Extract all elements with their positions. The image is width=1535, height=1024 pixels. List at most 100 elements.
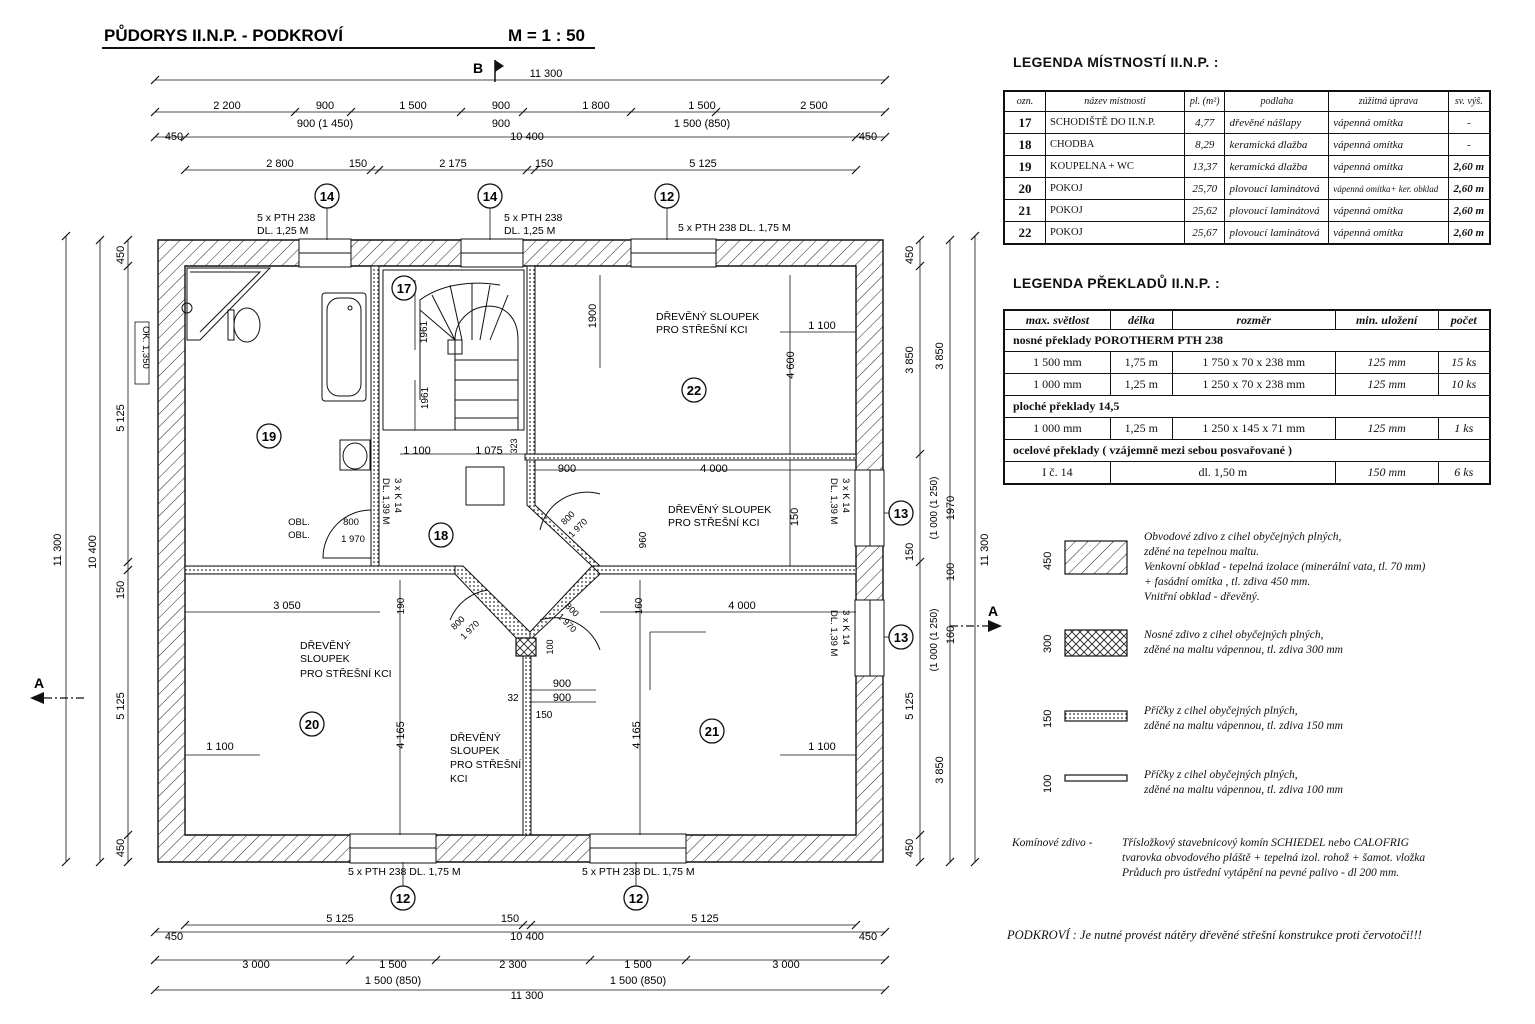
room-21: 21 bbox=[705, 724, 719, 739]
svg-text:160: 160 bbox=[945, 626, 957, 644]
attic-note: PODKROVÍ : Je nutné provést nátěry dřevě… bbox=[1007, 928, 1422, 942]
svg-text:DL. 1,39 M: DL. 1,39 M bbox=[828, 610, 839, 657]
svg-text:1961: 1961 bbox=[419, 320, 430, 343]
svg-text:A: A bbox=[988, 603, 998, 619]
svg-text:4 000: 4 000 bbox=[728, 600, 756, 612]
svg-text:4 165: 4 165 bbox=[631, 721, 643, 749]
svg-text:1 970: 1 970 bbox=[341, 534, 365, 545]
svg-text:150: 150 bbox=[789, 508, 801, 526]
svg-text:5 x PTH 238: 5 x PTH 238 bbox=[257, 212, 316, 224]
dim-bot-r2-4: 1 500 bbox=[624, 959, 652, 971]
svg-text:900: 900 bbox=[553, 692, 571, 704]
window-marker-12b: 12 bbox=[396, 891, 410, 906]
svg-text:SLOUPEK: SLOUPEK bbox=[450, 745, 500, 757]
table-row: I č. 14 dl. 1,50 m 150 mm 6 ks bbox=[1003, 461, 1491, 485]
door-swings bbox=[322, 491, 601, 651]
svg-text:3 850: 3 850 bbox=[934, 342, 946, 370]
svg-text:1 100: 1 100 bbox=[403, 445, 431, 457]
svg-text:32: 32 bbox=[507, 693, 519, 704]
dim-bot-overall: 11 300 bbox=[511, 990, 544, 1002]
interior-walls bbox=[184, 265, 857, 836]
svg-text:DL. 1,25 M: DL. 1,25 M bbox=[504, 225, 555, 237]
lintel-notes: 5 x PTH 238 DL. 1,25 M 5 x PTH 238 DL. 1… bbox=[140, 212, 851, 878]
lintel-group-flat: ploché překlady 14,5 bbox=[1003, 395, 1491, 418]
dim-bot-r2-2: 1 500 bbox=[379, 959, 407, 971]
dim-bot-r2-1: 3 000 bbox=[242, 959, 270, 971]
svg-text:OBL.: OBL. bbox=[288, 517, 310, 528]
svg-text:5 x PTH 238 DL. 1,75 M: 5 x PTH 238 DL. 1,75 M bbox=[678, 222, 791, 234]
svg-text:1900: 1900 bbox=[587, 304, 599, 328]
material-swatches bbox=[1064, 540, 1128, 782]
svg-text:4 000: 4 000 bbox=[700, 463, 728, 475]
svg-text:5 x PTH 238: 5 x PTH 238 bbox=[504, 212, 563, 224]
svg-text:3 x K 14: 3 x K 14 bbox=[392, 478, 403, 513]
svg-text:1 075: 1 075 bbox=[475, 445, 503, 457]
material-desc-150: Příčky z cihel obyčejných plných,zděné n… bbox=[1144, 705, 1343, 732]
window-marker-14a: 14 bbox=[320, 189, 335, 204]
dim-top-r3-1: 2 800 bbox=[266, 158, 294, 170]
room-number-labels: 17 18 19 20 21 22 bbox=[262, 281, 719, 739]
svg-text:3 x K 14: 3 x K 14 bbox=[840, 478, 851, 513]
svg-text:DL. 1,25 M: DL. 1,25 M bbox=[257, 225, 308, 237]
svg-text:(1 000 (1 250): (1 000 (1 250) bbox=[929, 477, 940, 540]
dim-bot-r2-5: 3 000 bbox=[772, 959, 800, 971]
window-marker-labels: 14 14 12 13 13 12 12 bbox=[320, 189, 908, 906]
svg-text:4 600: 4 600 bbox=[785, 351, 797, 379]
section-marker-b: B bbox=[473, 60, 504, 82]
dim-top-r3-4: 150 bbox=[535, 158, 553, 170]
svg-text:100: 100 bbox=[1042, 775, 1054, 793]
dim-top-r3-3: 2 175 bbox=[439, 158, 467, 170]
plan-scale: M = 1 : 50 bbox=[508, 26, 585, 45]
dim-top-6: 1 500 bbox=[688, 100, 716, 112]
svg-text:150: 150 bbox=[904, 543, 916, 561]
dim-bot-r2-3: 2 300 bbox=[499, 959, 527, 971]
material-codes: 450 300 150 100 bbox=[1042, 552, 1054, 793]
window-marker-12a: 12 bbox=[660, 189, 674, 204]
svg-text:900: 900 bbox=[558, 463, 576, 475]
svg-text:150: 150 bbox=[1042, 710, 1054, 728]
chimney bbox=[515, 637, 537, 657]
svg-text:450: 450 bbox=[904, 246, 916, 264]
svg-text:5 125: 5 125 bbox=[115, 692, 127, 720]
dim-top-2: 900 bbox=[316, 100, 334, 112]
section-marker-a-left: A bbox=[30, 675, 84, 704]
dim-top-overall: 11 300 bbox=[530, 68, 563, 80]
svg-text:1961: 1961 bbox=[420, 386, 431, 409]
svg-text:150: 150 bbox=[536, 710, 553, 721]
svg-text:11 300: 11 300 bbox=[52, 534, 64, 567]
svg-text:DŘEVĚNÝ SLOUPEK: DŘEVĚNÝ SLOUPEK bbox=[656, 310, 759, 323]
dimension-ticks bbox=[61, 75, 980, 995]
left-dimension-labels: 11 300 10 400 450 5 125 150 5 125 450 bbox=[52, 246, 127, 857]
svg-text:450: 450 bbox=[115, 246, 127, 264]
svg-text:1970: 1970 bbox=[945, 496, 957, 520]
dim-bot-3: 5 125 bbox=[691, 913, 719, 925]
svg-text:450: 450 bbox=[1042, 552, 1054, 570]
dim-top-edge-r: 450 bbox=[859, 131, 877, 143]
svg-text:150: 150 bbox=[115, 581, 127, 599]
svg-text:A: A bbox=[34, 675, 44, 691]
chimney-label: Komínové zdivo - bbox=[1012, 837, 1093, 849]
room-22: 22 bbox=[687, 383, 701, 398]
window-marker-14b: 14 bbox=[483, 189, 498, 204]
svg-text:300: 300 bbox=[1042, 635, 1054, 653]
svg-text:160: 160 bbox=[634, 597, 645, 614]
svg-text:DŘEVĚNÝ: DŘEVĚNÝ bbox=[300, 639, 351, 652]
room-17: 17 bbox=[397, 281, 411, 296]
top-dimension-labels: 11 300 2 200 900 1 500 900 1 800 1 500 2… bbox=[165, 68, 877, 170]
right-dimension-labels: 11 300 450 3 850 3 850 1970 150 100 160 … bbox=[904, 246, 991, 857]
dim-top-1: 2 200 bbox=[213, 100, 241, 112]
dim-top-r3-2: 150 bbox=[349, 158, 367, 170]
lintels-legend-title: LEGENDA PŘEKLADŮ II.N.P. : bbox=[1013, 275, 1220, 291]
svg-text:323: 323 bbox=[509, 438, 519, 453]
svg-text:1 100: 1 100 bbox=[808, 320, 836, 332]
dim-top-edge-l: 450 bbox=[165, 131, 183, 143]
staircase bbox=[382, 269, 525, 506]
rooms-legend-table: ozn. název místnosti pl. (m²) podlaha zú… bbox=[1003, 90, 1491, 245]
svg-text:DL. 1,39 M: DL. 1,39 M bbox=[828, 478, 839, 525]
